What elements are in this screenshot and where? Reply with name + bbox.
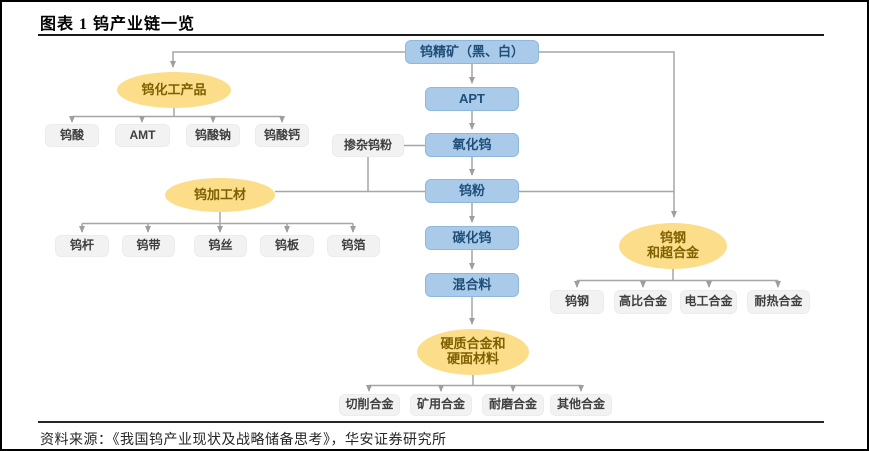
group-tungsten-steel-superalloy: 钨钢 和超合金 [619, 223, 727, 269]
leaf-tungsten-rod: 钨杆 [55, 235, 109, 257]
leaf-wear-resistant-alloy: 耐磨合金 [482, 394, 544, 416]
leaf-tungsten-foil: 钨箔 [327, 235, 380, 257]
node-tungsten-carbide: 碳化钨 [425, 226, 519, 250]
leaf-tungsten-strip: 钨带 [122, 235, 175, 257]
source-note: 资料来源：《我国钨产业现状及战略储备思考》，华安证券研究所 [40, 433, 447, 448]
leaf-high-density-alloy: 高比合金 [614, 290, 672, 314]
node-doped-tungsten-powder: 掺杂钨粉 [332, 134, 404, 157]
leaf-mining-alloy: 矿用合金 [410, 394, 472, 416]
node-tungsten-powder: 钨粉 [425, 179, 519, 203]
footer-rule [38, 421, 824, 423]
group-hard-alloy-hardfacing: 硬质合金和 硬面材料 [417, 329, 529, 375]
node-mixture: 混合料 [425, 273, 519, 297]
group-tungsten-chemicals: 钨化工产品 [117, 72, 231, 108]
leaf-tungsten-steel: 钨钢 [550, 290, 604, 314]
node-tungsten-concentrate: 钨精矿（黑、白） [405, 40, 539, 64]
title-rule [38, 34, 824, 36]
figure-title: 图表 1 钨产业链一览 [40, 16, 196, 33]
leaf-sodium-tungstate: 钨酸钠 [186, 124, 240, 147]
leaf-tungsten-wire: 钨丝 [194, 235, 247, 257]
leaf-heat-resistant-alloy: 耐热合金 [747, 290, 810, 314]
leaf-amt: AMT [115, 124, 170, 147]
node-apt: APT [425, 87, 519, 111]
leaf-other-alloy: 其他合金 [550, 394, 612, 416]
group-tungsten-processed-materials: 钨加工材 [165, 178, 275, 212]
leaf-tungstic-acid: 钨酸 [45, 124, 99, 147]
node-tungsten-oxide: 氧化钨 [425, 133, 519, 157]
leaf-electrical-alloy: 电工合金 [680, 290, 737, 314]
leaf-calcium-tungstate: 钨酸钙 [255, 124, 309, 147]
leaf-tungsten-plate: 钨板 [260, 235, 314, 257]
leaf-cutting-alloy: 切削合金 [339, 394, 400, 416]
